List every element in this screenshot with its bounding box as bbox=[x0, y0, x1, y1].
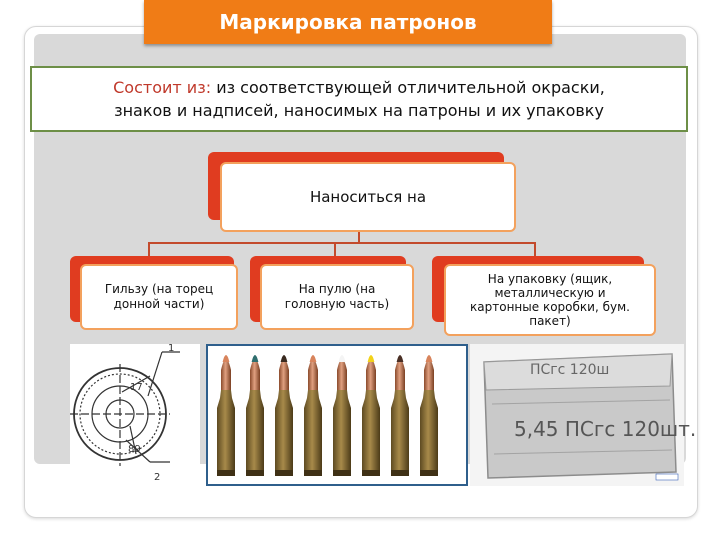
cartridge-case bbox=[362, 390, 380, 476]
bullet bbox=[308, 359, 318, 390]
child-node-bullet: На пулю (на головную часть) bbox=[260, 264, 414, 330]
cartridges-photo-svg bbox=[217, 355, 438, 476]
cartridge-rim bbox=[420, 470, 438, 476]
bullet bbox=[250, 359, 260, 390]
cartridge bbox=[304, 355, 322, 476]
bullet bbox=[279, 359, 289, 390]
connector-horizontal bbox=[148, 242, 536, 244]
cartridge-case bbox=[304, 390, 322, 476]
child-node-bullet-line-2: головную часть) bbox=[284, 297, 390, 311]
package-label-text: 5,45 ПСгс 120шт. bbox=[514, 417, 696, 441]
bullet-tip-marking bbox=[280, 355, 288, 362]
package-photo-svg: ПСгс 120ш 5,45 ПСгс 120шт. bbox=[470, 344, 696, 486]
cartridge bbox=[246, 355, 264, 476]
bullet bbox=[221, 359, 231, 390]
root-node: Наноситься на bbox=[220, 162, 516, 232]
cartridge-base-drawing: 1 17 89 2 bbox=[70, 343, 200, 486]
bullet bbox=[424, 359, 434, 390]
child-node-package-line-1: На упаковку (ящик, bbox=[487, 272, 613, 286]
definition-label: Состоит из: bbox=[113, 78, 212, 97]
connector-root-down bbox=[358, 230, 360, 242]
definition-text-2: знаков и надписей, наносимых на патроны … bbox=[114, 101, 604, 120]
bullet-tip-marking bbox=[396, 355, 404, 362]
cartridge-case bbox=[246, 390, 264, 476]
bullet bbox=[337, 359, 347, 390]
cartridge bbox=[391, 355, 409, 476]
cartridge-case bbox=[275, 390, 293, 476]
child-node-bullet-line-1: На пулю (на bbox=[298, 282, 376, 296]
definition-text-1: из соответствующей отличительной окраски… bbox=[216, 78, 605, 97]
child-node-package-line-3: картонные коробки, бум. bbox=[470, 300, 630, 314]
cartridge-rim bbox=[333, 470, 351, 476]
bullet-tip-marking bbox=[222, 355, 230, 362]
bullet-tip-marking bbox=[251, 355, 259, 362]
cartridge-case bbox=[217, 390, 235, 476]
bullet-tip-marking bbox=[338, 355, 346, 362]
cartridge bbox=[217, 355, 235, 476]
child-node-package: На упаковку (ящик, металлическую и карто… bbox=[444, 264, 656, 336]
bullet-tip-marking bbox=[367, 355, 375, 362]
drawing-label-4: 2 bbox=[154, 472, 160, 483]
root-node-label: Наноситься на bbox=[309, 188, 427, 206]
cartridge-rim bbox=[217, 470, 235, 476]
cartridge-rim bbox=[362, 470, 380, 476]
cartridge-case bbox=[333, 390, 351, 476]
connector-left-down bbox=[148, 242, 150, 260]
definition-box: Состоит из: из соответствующей отличител… bbox=[30, 66, 688, 132]
package-top-text: ПСгс 120ш bbox=[530, 362, 609, 378]
bullet bbox=[395, 359, 405, 390]
bullet-group bbox=[217, 355, 438, 476]
cartridge bbox=[420, 355, 438, 476]
child-node-gilza: Гильзу (на торец донной части) bbox=[80, 264, 238, 330]
drawing-label-3: 89 bbox=[128, 444, 141, 455]
cartridge bbox=[333, 355, 351, 476]
cartridge-rim bbox=[304, 470, 322, 476]
connector-right-down bbox=[534, 242, 536, 260]
cartridge-case bbox=[420, 390, 438, 476]
cartridge-case bbox=[391, 390, 409, 476]
package-photo: ПСгс 120ш 5,45 ПСгс 120шт. bbox=[470, 344, 696, 486]
bullet-tip-marking bbox=[425, 355, 433, 362]
cartridge bbox=[362, 355, 380, 476]
cartridge-base-drawing-svg: 1 17 89 2 bbox=[70, 343, 180, 483]
child-node-gilza-line-1: Гильзу (на торец bbox=[104, 282, 214, 296]
connector-middle-down bbox=[334, 242, 336, 260]
cartridges-photo bbox=[206, 344, 468, 486]
slide-title: Маркировка патронов bbox=[144, 0, 552, 44]
child-node-gilza-line-2: донной части) bbox=[113, 297, 205, 311]
definition-line-1: Состоит из: из соответствующей отличител… bbox=[32, 76, 686, 99]
child-node-package-line-4: пакет) bbox=[529, 314, 571, 328]
bullet bbox=[366, 359, 376, 390]
drawing-label-1: 1 bbox=[168, 343, 174, 354]
cartridge-rim bbox=[246, 470, 264, 476]
bullet-tip-marking bbox=[309, 355, 317, 362]
cartridge bbox=[275, 355, 293, 476]
child-node-package-line-2: металлическую и bbox=[494, 286, 606, 300]
drawing-label-2: 17 bbox=[130, 382, 143, 393]
cartridge-rim bbox=[275, 470, 293, 476]
cartridge-rim bbox=[391, 470, 409, 476]
